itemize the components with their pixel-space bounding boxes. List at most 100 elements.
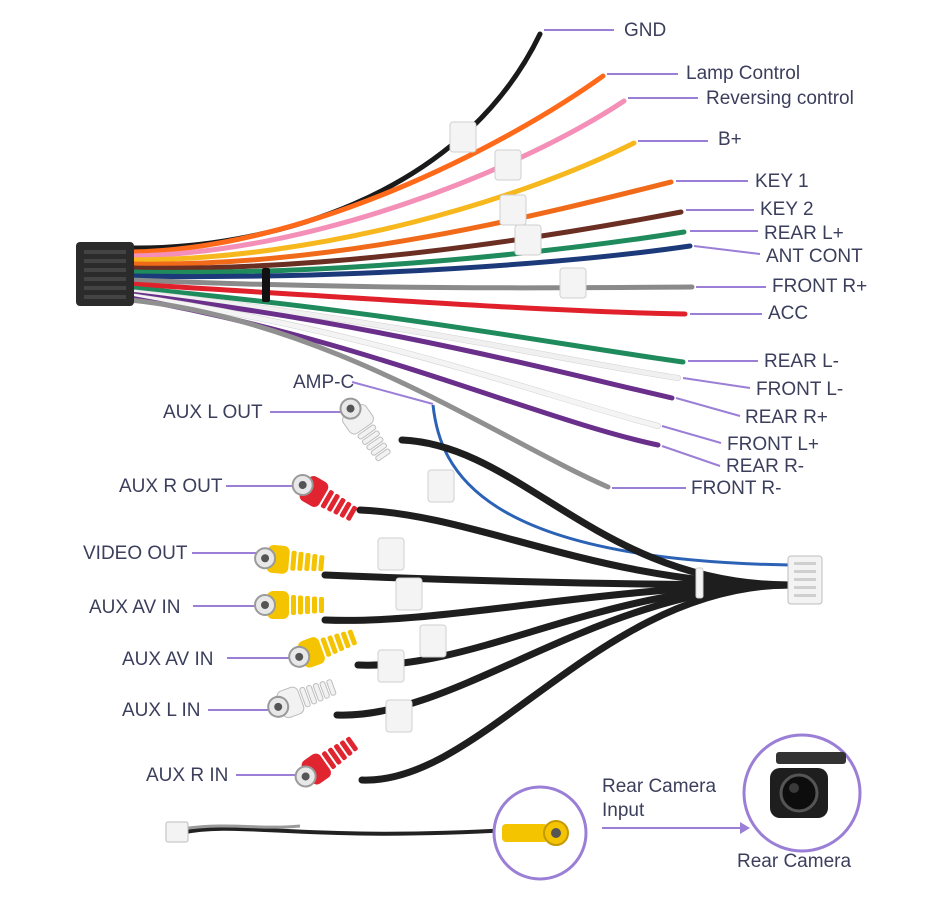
rca-plug	[254, 591, 324, 619]
label-aux-l-in: AUX L IN	[122, 700, 201, 721]
rca-strain-relief	[334, 633, 345, 652]
rca-strain-relief	[319, 597, 324, 613]
power-wire	[127, 179, 674, 267]
camera-lens-glint	[789, 783, 799, 793]
rca-plug	[502, 820, 569, 846]
rca-strain-relief	[366, 436, 384, 451]
power-wire	[127, 73, 606, 255]
rca-strain-relief	[311, 554, 318, 572]
rca-strain-relief	[291, 595, 296, 615]
wire-tag	[499, 194, 527, 226]
power-wire	[127, 209, 684, 271]
rca-strain-relief	[334, 744, 347, 761]
wire-tag	[449, 121, 477, 153]
rca-plug	[254, 544, 325, 574]
label-gnd: GND	[624, 20, 667, 41]
label-rear-camera-input-2: Input	[602, 800, 645, 821]
rca-strain-relief	[318, 555, 325, 572]
power-wire	[127, 140, 637, 263]
rca-strain-relief	[321, 751, 336, 769]
rca-plug	[267, 679, 337, 719]
rca-strain-relief	[319, 681, 330, 699]
rca-strain-relief	[327, 747, 342, 765]
label-rear-camera: Rear Camera	[737, 851, 852, 872]
rca-strain-relief	[327, 494, 340, 512]
rca-strain-relief	[297, 551, 304, 571]
label-aux-av-in-1: AUX AV IN	[89, 597, 181, 618]
rca-strain-relief	[304, 552, 311, 571]
rca-body	[502, 824, 548, 842]
rca-pin	[274, 702, 283, 711]
wire-tag	[377, 649, 405, 683]
camera-cable-grey	[181, 824, 301, 831]
rca-strain-relief	[346, 505, 358, 521]
connector-pin-row	[84, 286, 126, 290]
leader-line	[675, 397, 741, 417]
label-key-2: KEY 2	[760, 199, 814, 220]
power-wire	[127, 229, 687, 275]
power-wire	[127, 31, 543, 251]
av-cable	[398, 436, 794, 589]
label-rear-r-plus: REAR R+	[745, 407, 828, 428]
leader-line	[682, 377, 751, 389]
label-ant-cont: ANT CONT	[766, 246, 863, 267]
leader-line	[661, 445, 721, 467]
camera-cable	[179, 826, 511, 836]
rca-strain-relief	[320, 637, 332, 657]
wire-tag	[559, 267, 587, 299]
amp-c-wire	[431, 404, 791, 567]
label-aux-r-out: AUX R OUT	[119, 476, 223, 497]
connector-pin-row	[84, 259, 126, 263]
leader-line	[661, 425, 722, 444]
arrow-head	[740, 822, 750, 834]
power-wire	[127, 281, 688, 317]
connector-pin-row	[794, 586, 816, 589]
wire-tag	[427, 469, 455, 503]
rca-strain-relief	[341, 631, 351, 649]
rca-strain-relief	[346, 736, 358, 752]
rca-plug	[339, 397, 391, 462]
leader-line	[693, 245, 761, 255]
label-video-out: VIDEO OUT	[83, 543, 188, 564]
av-cable	[358, 581, 794, 784]
label-amp-c: AMP-C	[293, 372, 355, 393]
label-key-1: KEY 1	[755, 171, 809, 192]
wire-tag	[494, 149, 522, 181]
power-wire	[127, 285, 686, 365]
rca-plug	[294, 736, 358, 788]
rca-strain-relief	[339, 501, 352, 518]
power-wire	[127, 293, 661, 429]
rca-strain-relief	[305, 596, 310, 614]
connector-pin-row	[84, 250, 126, 254]
rca-strain-relief	[327, 635, 338, 654]
connector-pin-row	[84, 268, 126, 272]
rca-pin	[261, 601, 269, 609]
power-wire	[127, 98, 627, 259]
rca-strain-relief	[312, 683, 324, 702]
rca-strain-relief	[298, 595, 303, 615]
label-rear-r-minus: REAR R-	[726, 456, 805, 477]
label-front-r-plus: FRONT R+	[772, 276, 868, 297]
cable-tie	[695, 567, 704, 599]
connector-pin-row	[794, 562, 816, 565]
rca-strain-relief	[370, 442, 388, 456]
label-lamp-control: Lamp Control	[686, 63, 801, 84]
wire-tag	[514, 224, 542, 256]
wire-tag	[419, 624, 447, 658]
label-rear-l-minus: REAR L-	[764, 351, 839, 372]
rca-pin	[301, 772, 310, 781]
rca-pin	[261, 554, 270, 563]
wire-tag	[385, 699, 413, 733]
av-harness-wires	[179, 404, 794, 836]
label-reversing-control: Reversing control	[706, 88, 854, 109]
rca-strain-relief	[320, 490, 334, 509]
power-wire	[127, 243, 693, 280]
rca-strain-relief	[306, 684, 318, 705]
camera-bracket	[776, 752, 846, 764]
rca-plug	[288, 629, 357, 668]
rca-strain-relief	[299, 686, 311, 708]
wire-tag	[377, 537, 405, 571]
connector-pin-row	[794, 594, 816, 597]
label-rear-camera-input-1: Rear Camera	[602, 776, 717, 797]
